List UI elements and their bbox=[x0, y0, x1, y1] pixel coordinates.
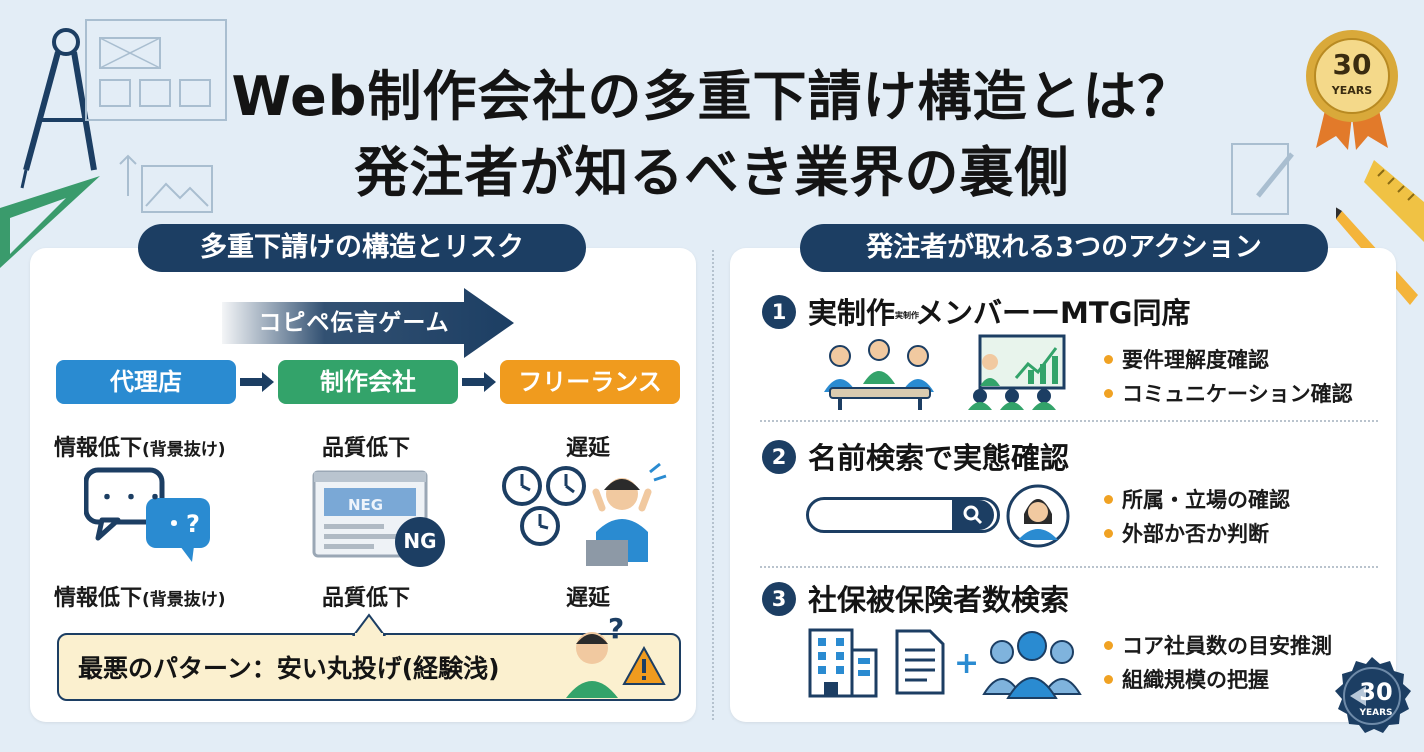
presentation-icon bbox=[968, 334, 1066, 410]
chat-icon-question: ・? bbox=[162, 510, 200, 538]
30-years-badge-icon bbox=[1306, 30, 1398, 150]
risk-info-loss-main-bottom: 情報低下 bbox=[54, 586, 143, 611]
section-1-title-b: メンバーーMTG同席 bbox=[915, 296, 1191, 330]
risk-info-loss-top: 情報低下(背景抜け) bbox=[54, 430, 226, 462]
risk-delay-top: 遅延 bbox=[566, 436, 611, 461]
ng-badge-circle bbox=[395, 517, 445, 567]
section-divider-2 bbox=[760, 566, 1378, 568]
plus-sign: + bbox=[954, 646, 980, 681]
clocks-stressed-person-icon bbox=[502, 462, 667, 566]
document-icon bbox=[895, 629, 945, 695]
flow-production-company: 制作会社 bbox=[278, 360, 458, 404]
flow-freelance: フリーランス bbox=[500, 360, 680, 404]
triangle-ruler-icon bbox=[0, 176, 100, 268]
risk-info-loss-sub: (背景抜け) bbox=[142, 440, 226, 460]
30-years-seal-icon bbox=[1335, 657, 1411, 733]
person-avatar-icon bbox=[1006, 484, 1070, 548]
section-1-bullet-2: コミュニケーション確認 bbox=[1104, 378, 1353, 408]
section-1-bullet-1: 要件理解度確認 bbox=[1104, 344, 1269, 374]
ruler-icon bbox=[1364, 160, 1424, 242]
section-divider-1 bbox=[760, 420, 1378, 422]
section-3-title: 社保被保険者数検索 bbox=[808, 583, 1070, 617]
section-1-number: 1 bbox=[762, 295, 796, 329]
section-3-bullet-2: 組織規模の把握 bbox=[1104, 664, 1269, 694]
compass-icon bbox=[20, 28, 97, 189]
flow-arrow-1-icon bbox=[240, 372, 274, 392]
copy-paste-banner-label: コピペ伝言ゲーム bbox=[258, 310, 450, 336]
banner-arrow-icon bbox=[222, 288, 514, 358]
badge-top-label: YEARS bbox=[1331, 84, 1373, 97]
confused-person-icon bbox=[566, 632, 618, 698]
section-1-title-a: 実制作 bbox=[808, 296, 896, 330]
badge-bottom-label: YEARS bbox=[1359, 708, 1393, 718]
search-button-illustration bbox=[952, 500, 994, 530]
panel-divider bbox=[712, 250, 714, 720]
right-panel-header: 発注者が取れる3つのアクション bbox=[800, 224, 1328, 272]
question-mark: ? bbox=[608, 612, 625, 645]
worst-pattern-text: 最悪のパターン：安い丸投げ(経験浅) bbox=[78, 654, 500, 683]
section-2-number: 2 bbox=[762, 440, 796, 474]
section-3-bullet-1: コア社員数の目安推測 bbox=[1104, 630, 1332, 660]
risk-delay-bottom: 遅延 bbox=[566, 586, 611, 611]
wireframe-sketch-icon bbox=[85, 19, 227, 213]
left-panel-header: 多重下請けの構造とリスク bbox=[138, 224, 586, 272]
flow-arrow-2-icon bbox=[462, 372, 496, 392]
page-title-line1: Web制作会社の多重下請け構造とは？ bbox=[231, 65, 1193, 128]
page-title-line2: 発注者が知るべき業界の裏側 bbox=[354, 141, 1070, 204]
risk-info-loss-sub-bottom: (背景抜け) bbox=[142, 590, 226, 610]
warning-icon bbox=[622, 646, 666, 685]
risk-quality-top: 品質低下 bbox=[322, 436, 411, 461]
section-2-bullet-2: 外部か否か判断 bbox=[1104, 518, 1269, 548]
section-2-bullet-1: 所属・立場の確認 bbox=[1104, 484, 1290, 514]
office-building-icon bbox=[808, 628, 878, 698]
badge-bottom-number: 30 bbox=[1359, 678, 1393, 706]
chat-bubbles-icon bbox=[84, 467, 210, 562]
section-3-number: 3 bbox=[762, 582, 796, 616]
badge-top-number: 30 bbox=[1332, 48, 1372, 81]
callout-pointer bbox=[352, 613, 386, 637]
meeting-people-icon bbox=[824, 339, 934, 410]
chat-icon-dots: ・・・ bbox=[96, 486, 169, 511]
risk-info-loss-bottom: 情報低下(背景抜け) bbox=[54, 580, 226, 612]
section-1-title: 実制作実制作メンバーーMTG同席 bbox=[808, 290, 1190, 332]
risk-info-loss-main: 情報低下 bbox=[54, 436, 143, 461]
search-icon bbox=[963, 505, 983, 525]
section-2-title: 名前検索で実態確認 bbox=[808, 441, 1070, 475]
flow-agency: 代理店 bbox=[56, 360, 236, 404]
group-people-icon bbox=[982, 631, 1082, 699]
neg-screen-text: NEG bbox=[348, 496, 384, 514]
risk-quality-bottom: 品質低下 bbox=[322, 586, 411, 611]
ng-badge-text: NG bbox=[403, 529, 437, 553]
pencil-paper-icon bbox=[1231, 143, 1294, 215]
section-1-title-small: 実制作 bbox=[895, 310, 920, 320]
